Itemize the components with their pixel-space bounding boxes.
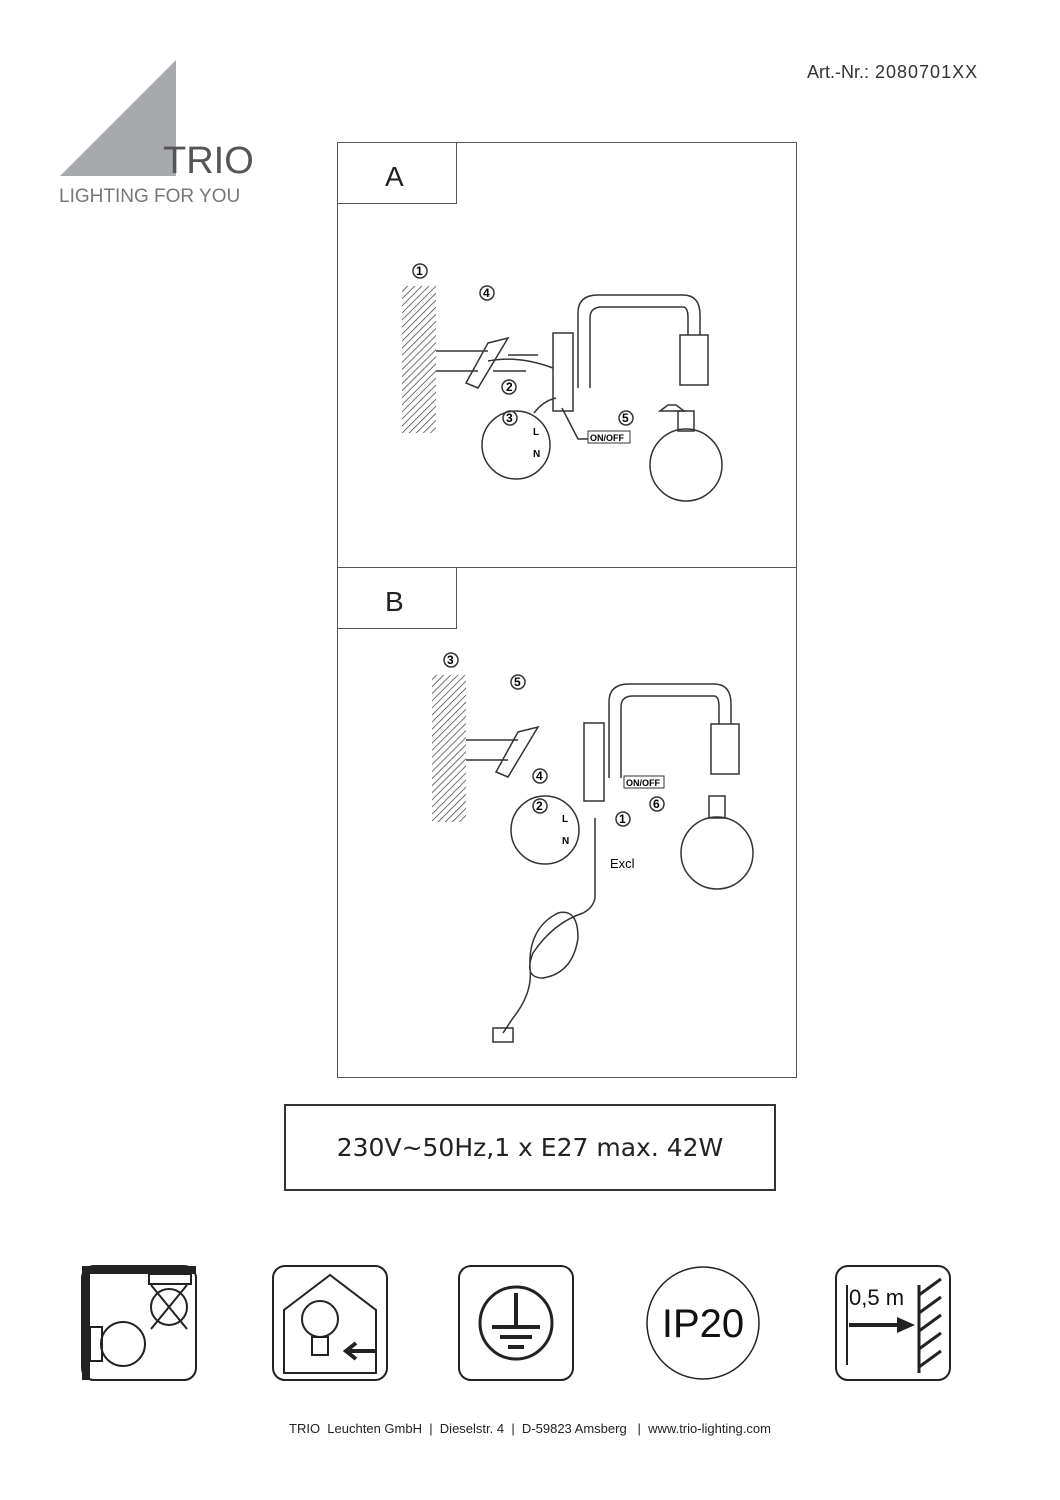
panel-label: A — [337, 142, 457, 204]
svg-text:0,5 m: 0,5 m — [849, 1285, 904, 1310]
svg-text:IP20: IP20 — [662, 1302, 744, 1346]
svg-text:4: 4 — [483, 286, 490, 300]
min-distance-icon: 0,5 m — [835, 1265, 951, 1381]
panel-a: A ON/OFF 1 — [337, 142, 797, 568]
company-footer: TRIO Leuchten GmbH | Dieselstr. 4 | D-59… — [289, 1421, 771, 1436]
svg-text:1: 1 — [619, 812, 626, 826]
svg-text:ON/OFF: ON/OFF — [626, 778, 660, 788]
svg-text:N: N — [562, 836, 569, 847]
svg-text:4: 4 — [536, 769, 543, 783]
trio-logo: TRIO LIGHTING FOR YOU — [58, 58, 268, 208]
svg-text:ON/OFF: ON/OFF — [590, 433, 624, 443]
article-number: Art.-Nr.:2080701XX — [807, 62, 979, 82]
mounting-diagram-b: ON/OFF Excl 3 5 4 2 6 1 L N — [432, 652, 754, 1043]
svg-text:L: L — [562, 814, 568, 825]
svg-text:LIGHTING FOR YOU: LIGHTING FOR YOU — [59, 186, 240, 207]
mounting-diagram-a: ON/OFF 1 4 2 3 5 L N — [402, 263, 723, 502]
electrical-spec: 230V~50Hz,1 x E27 max. 42W — [284, 1104, 776, 1191]
panel-b: B ON/OFF Excl 3 5 4 — [337, 567, 797, 1078]
svg-text:5: 5 — [622, 411, 629, 425]
svg-text:3: 3 — [506, 411, 513, 425]
ip-rating-icon: IP20 — [645, 1265, 761, 1381]
svg-text:6: 6 — [653, 797, 660, 811]
svg-text:5: 5 — [514, 675, 521, 689]
svg-text:TRIO: TRIO — [163, 140, 254, 182]
svg-text:N: N — [533, 449, 540, 460]
protection-class-1-earth-icon — [458, 1265, 574, 1381]
svg-text:1: 1 — [416, 264, 423, 278]
wall-mount-only-icon — [81, 1265, 197, 1381]
panel-label: B — [337, 567, 457, 629]
svg-text:Excl: Excl — [610, 856, 635, 871]
svg-text:L: L — [533, 427, 539, 438]
svg-text:2: 2 — [506, 380, 513, 394]
indoor-use-icon — [272, 1265, 388, 1381]
svg-text:3: 3 — [447, 653, 454, 667]
svg-text:2: 2 — [536, 799, 543, 813]
